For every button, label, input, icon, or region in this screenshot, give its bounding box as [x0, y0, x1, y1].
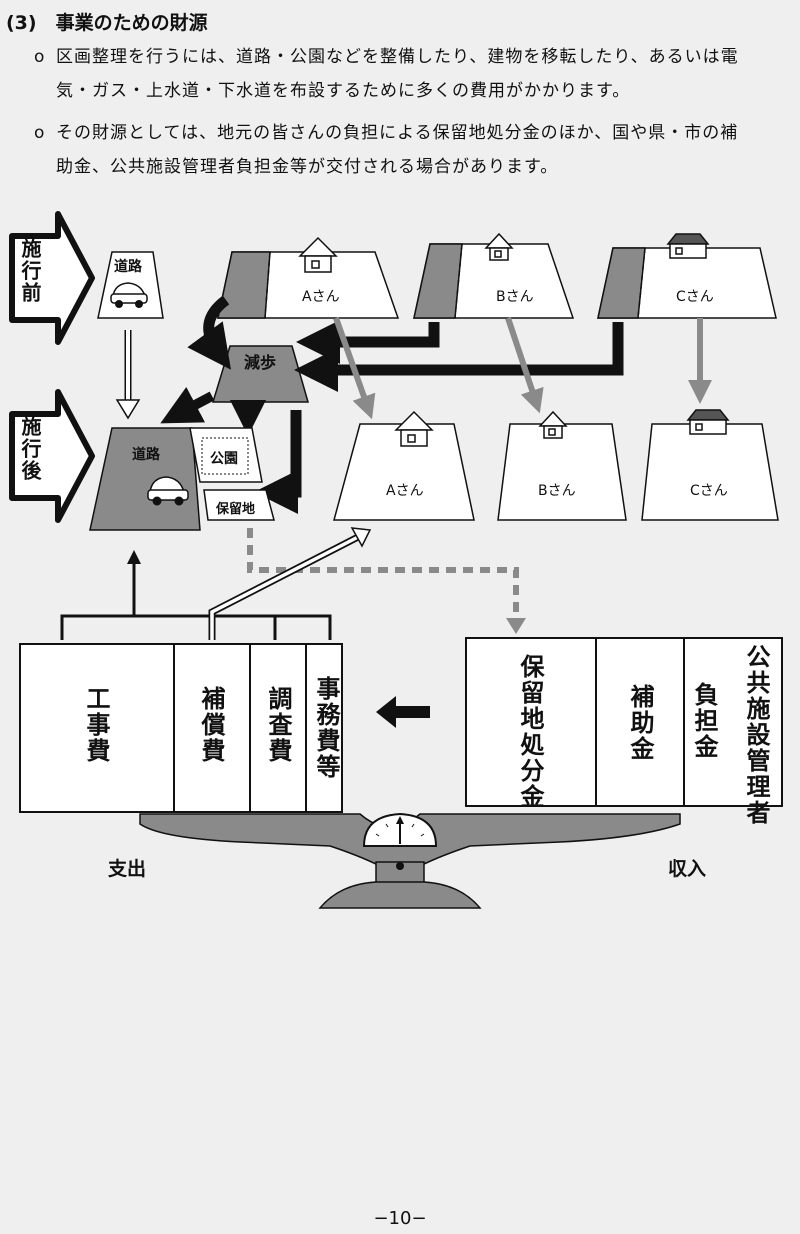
reduction-box	[211, 345, 309, 403]
income-contribution: 負担金	[690, 682, 718, 760]
label-park: 公園	[210, 451, 238, 467]
label-expenditure: 支出	[108, 858, 147, 880]
page-number: −10−	[373, 1208, 427, 1229]
flow-arrow	[376, 696, 430, 728]
paragraph-line: 区画整理を行うには、道路・公園などを整備したり、建物を移転したり、あるいは電	[56, 47, 739, 67]
income-facility-manager: 公共施設管理者	[742, 644, 770, 826]
house-icon	[484, 232, 514, 261]
road-parcel-after	[89, 427, 201, 531]
label-reserve: 保留地	[216, 502, 256, 517]
house-icon	[686, 409, 730, 435]
bullet-mark: o	[34, 47, 46, 67]
expense-survey: 調査費	[264, 686, 292, 764]
park-parcel	[189, 427, 263, 483]
house-icon	[298, 236, 338, 273]
label-owner-b-after: Bさん	[538, 483, 576, 499]
expense-construction: 工事費	[82, 686, 110, 764]
house-icon	[538, 410, 568, 439]
income-subsidy: 補助金	[626, 684, 654, 762]
reserve-parcel	[203, 489, 275, 521]
paragraph-line: その財源としては、地元の皆さんの負担による保留地処分金のほか、国や県・市の補	[56, 123, 739, 143]
income-reserve-sales: 保留地処分金	[516, 654, 544, 810]
expenditure-block	[19, 643, 343, 813]
after-arrow	[9, 389, 95, 523]
label-owner-a-after: Aさん	[386, 483, 424, 499]
label-road-after: 道路	[132, 447, 160, 463]
label-owner-b-before: Bさん	[496, 289, 534, 305]
label-income: 収入	[668, 858, 707, 880]
expense-compensation: 補償費	[197, 686, 225, 764]
lot-c-after	[641, 423, 779, 521]
label-road-before: 道路	[114, 259, 142, 275]
expense-admin: 事務費等	[312, 676, 340, 780]
bullet-mark: o	[34, 123, 46, 143]
house-icon	[394, 410, 434, 447]
label-after: 施行後	[18, 416, 42, 482]
car-icon	[110, 282, 148, 308]
house-icon	[666, 233, 710, 259]
paragraph-line: 気・ガス・上水道・下水道を布設するために多くの費用がかかります。	[56, 81, 631, 101]
label-owner-c-before: Cさん	[676, 289, 714, 305]
label-owner-a-before: Aさん	[302, 289, 340, 305]
before-arrow	[9, 211, 95, 345]
label-owner-c-after: Cさん	[690, 483, 728, 499]
section-heading: (3) 事業のための財源	[6, 12, 208, 34]
label-before: 施行前	[18, 238, 42, 304]
car-icon	[147, 476, 189, 506]
label-reduction: 減歩	[243, 353, 276, 372]
paragraph-line: 助金、公共施設管理者負担金等が交付される場合があります。	[56, 157, 559, 177]
lot-b-after	[497, 423, 627, 521]
income-block	[465, 637, 783, 807]
